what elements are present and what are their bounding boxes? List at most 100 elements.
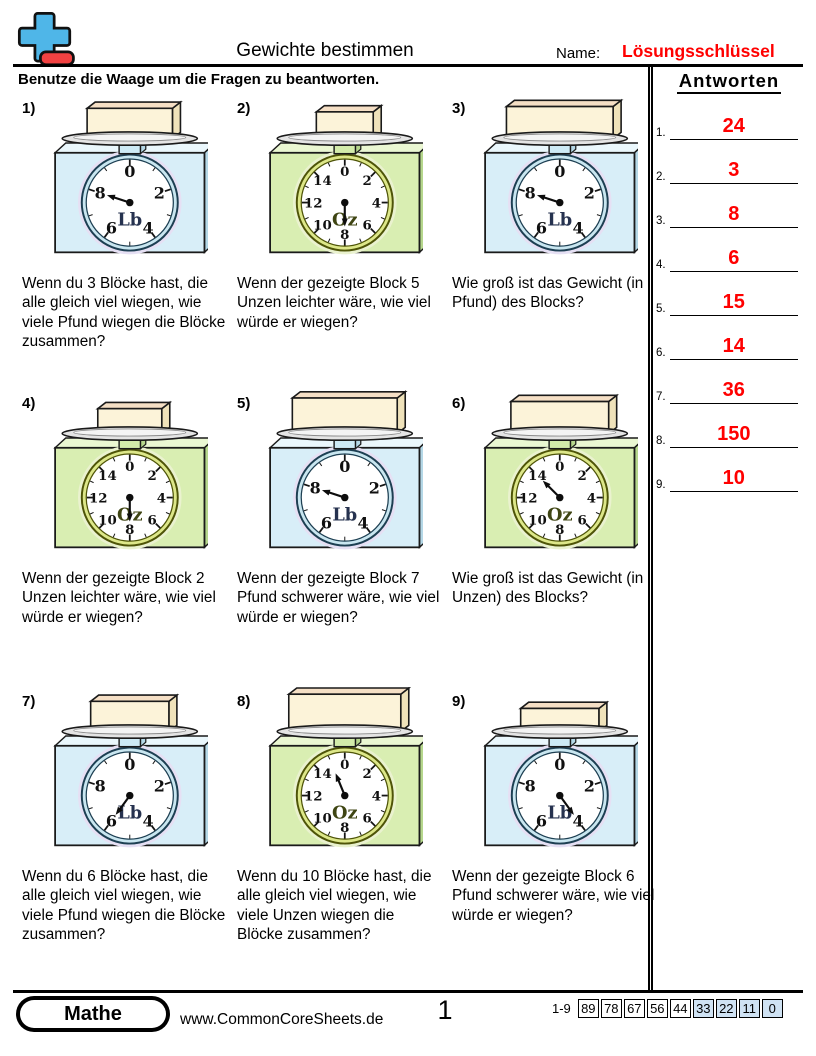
svg-text:8: 8	[525, 184, 536, 203]
svg-text:0: 0	[125, 459, 134, 475]
svg-text:0: 0	[339, 457, 350, 476]
svg-text:6: 6	[106, 811, 117, 830]
score-box: 56	[646, 999, 668, 1018]
question-text: Wenn du 10 Blöcke hast, die alle gleich …	[237, 868, 432, 944]
answers-header: Antworten	[654, 70, 804, 94]
answer-number: 7.	[656, 390, 666, 403]
answer-row-1: 1.24	[656, 106, 798, 140]
svg-text:14: 14	[98, 468, 117, 484]
svg-text:0: 0	[554, 162, 565, 181]
svg-text:0: 0	[555, 459, 564, 475]
problem-number: 9)	[452, 693, 466, 710]
question-text: Wenn du 6 Blöcke hast, die alle gleich v…	[22, 868, 226, 944]
svg-text:0: 0	[340, 757, 349, 773]
svg-text:Lb: Lb	[117, 803, 142, 824]
svg-text:10: 10	[98, 513, 117, 529]
svg-text:8: 8	[125, 522, 134, 538]
svg-text:8: 8	[340, 820, 349, 836]
svg-text:2: 2	[577, 468, 586, 484]
problem-number: 2)	[237, 100, 251, 117]
svg-text:8: 8	[95, 777, 106, 796]
problem-number: 7)	[22, 693, 36, 710]
footer-rule	[13, 990, 803, 993]
answer-row-6: 6.14	[656, 326, 798, 360]
question-text: Wie groß ist das Gewicht (in Pfund) des …	[452, 275, 644, 312]
score-box: 0	[761, 999, 783, 1018]
svg-text:4: 4	[372, 195, 381, 211]
question-text: Wenn du 3 Blöcke hast, die alle gleich v…	[22, 275, 226, 351]
answer-value: 14	[669, 336, 798, 360]
answer-number: 3.	[656, 214, 666, 227]
website-link[interactable]: www.CommonCoreSheets.de	[180, 1011, 384, 1028]
answer-value: 36	[669, 380, 798, 404]
svg-text:2: 2	[154, 777, 165, 796]
question-text: Wenn der gezeigte Block 7 Pfund schwerer…	[237, 570, 440, 626]
svg-text:14: 14	[313, 173, 332, 189]
svg-text:Oz: Oz	[547, 505, 573, 526]
score-box: 44	[669, 999, 691, 1018]
svg-text:6: 6	[536, 218, 547, 237]
svg-text:8: 8	[555, 522, 564, 538]
svg-text:0: 0	[554, 755, 565, 774]
svg-text:4: 4	[358, 513, 369, 532]
answer-value: 8	[669, 204, 798, 228]
svg-text:Lb: Lb	[332, 505, 357, 526]
svg-text:2: 2	[147, 468, 156, 484]
svg-text:0: 0	[340, 164, 349, 180]
svg-text:6: 6	[536, 811, 547, 830]
svg-text:2: 2	[154, 184, 165, 203]
answer-number: 8.	[656, 434, 666, 447]
problem-number: 5)	[237, 395, 251, 412]
svg-text:Lb: Lb	[547, 210, 572, 231]
answer-row-2: 2.3	[656, 150, 798, 184]
svg-text:6: 6	[321, 513, 332, 532]
answer-key-label: Lösungsschlüssel	[622, 41, 775, 61]
score-box: 78	[600, 999, 622, 1018]
instruction-text: Benutze die Waage um die Fragen zu beant…	[18, 71, 380, 88]
answer-row-9: 9.10	[656, 458, 798, 492]
svg-text:Lb: Lb	[117, 210, 142, 231]
answer-number: 5.	[656, 302, 666, 315]
svg-text:14: 14	[313, 766, 332, 782]
problem-number: 3)	[452, 100, 466, 117]
svg-text:2: 2	[362, 173, 371, 189]
svg-text:0: 0	[124, 755, 135, 774]
svg-text:0: 0	[124, 162, 135, 181]
svg-text:2: 2	[584, 184, 595, 203]
answer-value: 24	[669, 116, 798, 140]
svg-text:8: 8	[310, 479, 321, 498]
svg-text:Lb: Lb	[547, 803, 572, 824]
svg-text:4: 4	[143, 218, 154, 237]
answer-row-4: 4.6	[656, 238, 798, 272]
svg-text:4: 4	[157, 490, 166, 506]
answer-number: 4.	[656, 258, 666, 271]
svg-text:8: 8	[525, 777, 536, 796]
score-box: 33	[692, 999, 714, 1018]
answer-row-8: 8.150	[656, 414, 798, 448]
svg-text:12: 12	[89, 490, 108, 506]
answer-row-7: 7.36	[656, 370, 798, 404]
answer-value: 150	[669, 424, 798, 448]
svg-text:Oz: Oz	[332, 803, 358, 824]
answer-number: 6.	[656, 346, 666, 359]
svg-text:10: 10	[313, 811, 332, 827]
score-box: 11	[738, 999, 760, 1018]
name-label: Name:	[556, 45, 601, 62]
question-text: Wie groß ist das Gewicht (in Unzen) des …	[452, 570, 644, 607]
svg-text:12: 12	[304, 788, 323, 804]
svg-text:6: 6	[147, 513, 156, 529]
question-text: Wenn der gezeigte Block 5 Unzen leichter…	[237, 275, 431, 331]
